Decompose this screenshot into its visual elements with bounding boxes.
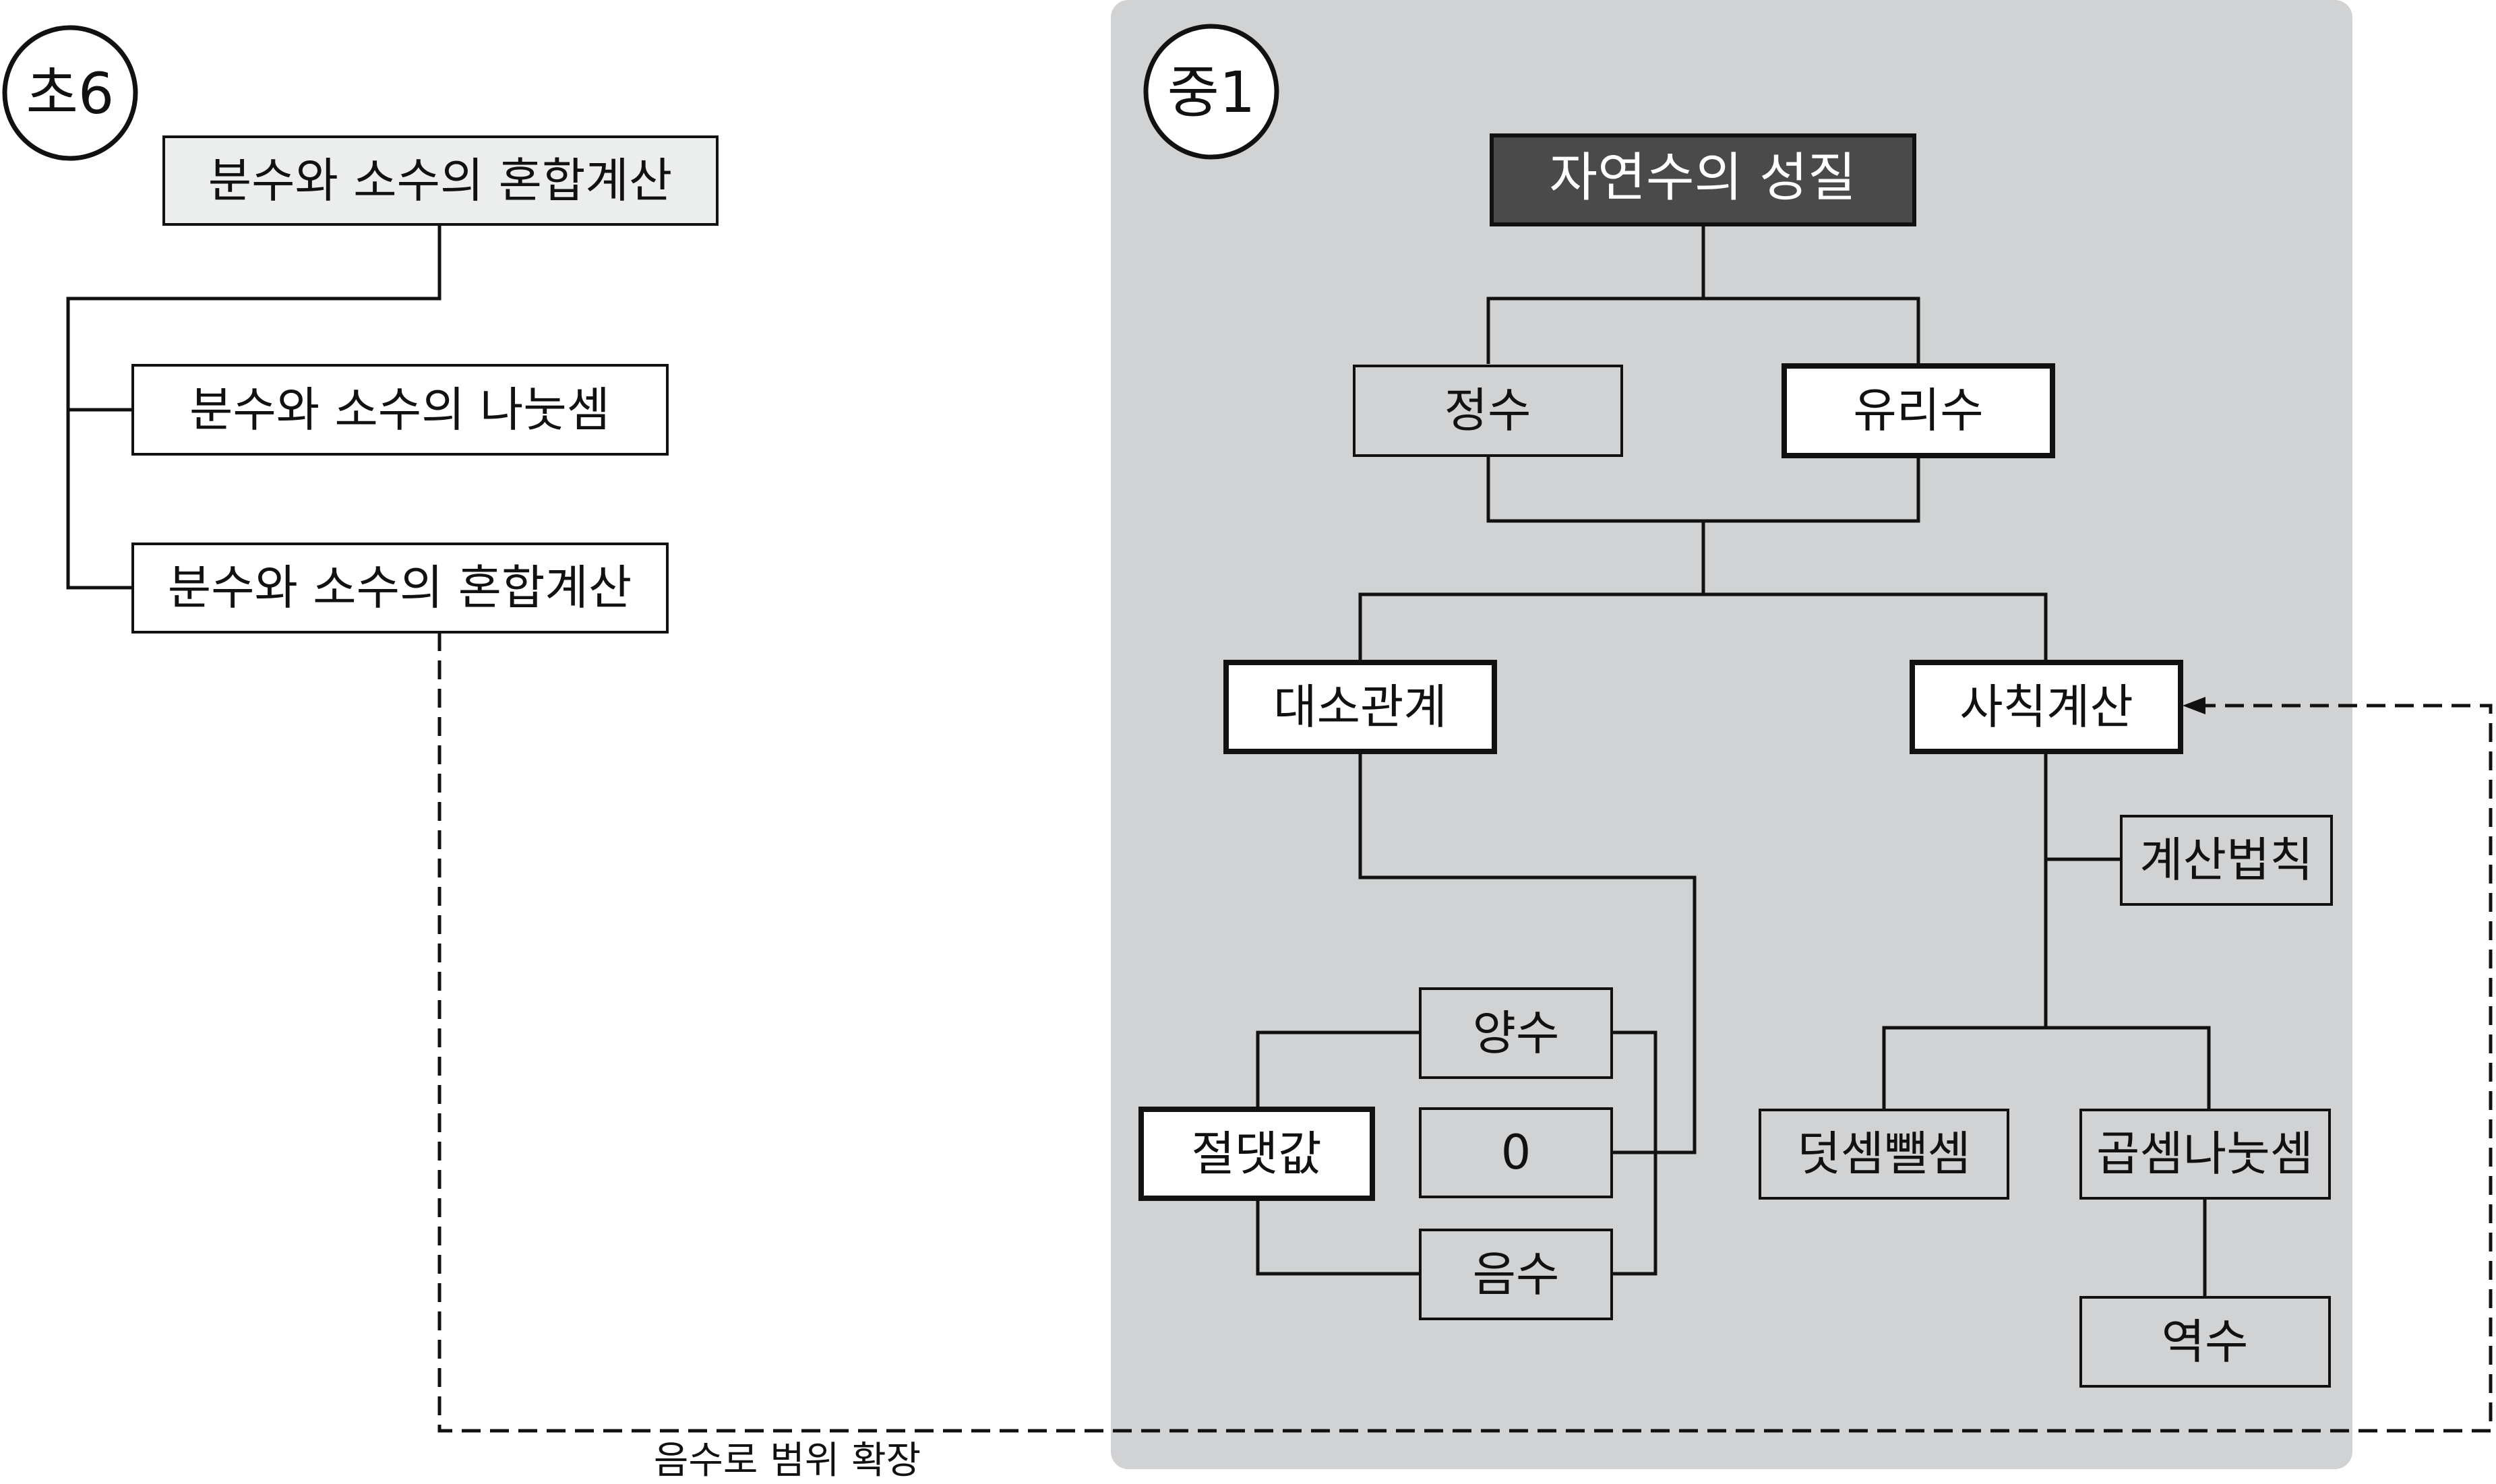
node-label: 덧셈뺄셈 <box>1797 1126 1971 1181</box>
node-positive: 양수 <box>1419 987 1613 1079</box>
node-label: 절댓값 <box>1191 1126 1321 1181</box>
node-label: 자연수의 성질 <box>1549 148 1856 208</box>
node-label: 분수와 소수의 나눗셈 <box>189 382 610 437</box>
middle-connectors <box>1256 224 2211 1297</box>
extension-link <box>437 632 2493 1433</box>
node-label: 계산법칙 <box>2139 832 2313 888</box>
node-integer: 정수 <box>1353 365 1623 457</box>
arrow-head-icon <box>2183 697 2205 714</box>
node-zero: 0 <box>1419 1107 1613 1198</box>
node-laws: 계산법칙 <box>2120 815 2333 906</box>
node-label: 대소관계 <box>1273 679 1447 735</box>
extension-caption: 음수로 범위 확장 <box>654 1439 921 1483</box>
node-reciprocal: 역수 <box>2079 1296 2331 1388</box>
node-absolute: 절댓값 <box>1138 1107 1375 1201</box>
node-mul-div: 곱셈나눗셈 <box>2079 1109 2331 1200</box>
node-label: 0 <box>1501 1125 1531 1180</box>
node-label: 역수 <box>2162 1314 2249 1369</box>
grade-label-elementary: 초6 <box>26 61 115 127</box>
elementary-connectors <box>66 224 442 590</box>
node-label: 양수 <box>1473 1006 1560 1061</box>
node-label: 유리수 <box>1853 383 1983 438</box>
grade-circle-elementary: 초6 <box>2 25 138 161</box>
node-negative: 음수 <box>1419 1229 1613 1320</box>
grade-label-middle: 중1 <box>1167 59 1256 125</box>
node-order: 대소관계 <box>1223 660 1497 754</box>
node-rational: 유리수 <box>1782 363 2055 458</box>
node-label: 곱셈나눗셈 <box>2096 1126 2313 1181</box>
node-label: 사칙계산 <box>1959 679 2133 735</box>
node-label: 분수와 소수의 혼합계산 <box>208 153 673 208</box>
node-add-sub: 덧셈뺄셈 <box>1759 1109 2009 1200</box>
node-elementary-top: 분수와 소수의 혼합계산 <box>162 135 719 226</box>
node-elementary-division: 분수와 소수의 나눗셈 <box>131 364 669 456</box>
node-root: 자연수의 성질 <box>1490 133 1916 226</box>
node-elementary-mixed: 분수와 소수의 혼합계산 <box>131 543 669 633</box>
node-label: 분수와 소수의 혼합계산 <box>168 560 632 615</box>
grade-circle-middle: 중1 <box>1143 24 1279 160</box>
node-label: 정수 <box>1444 383 1531 438</box>
node-four-ops: 사칙계산 <box>1910 660 2183 754</box>
node-label: 음수 <box>1473 1247 1560 1302</box>
